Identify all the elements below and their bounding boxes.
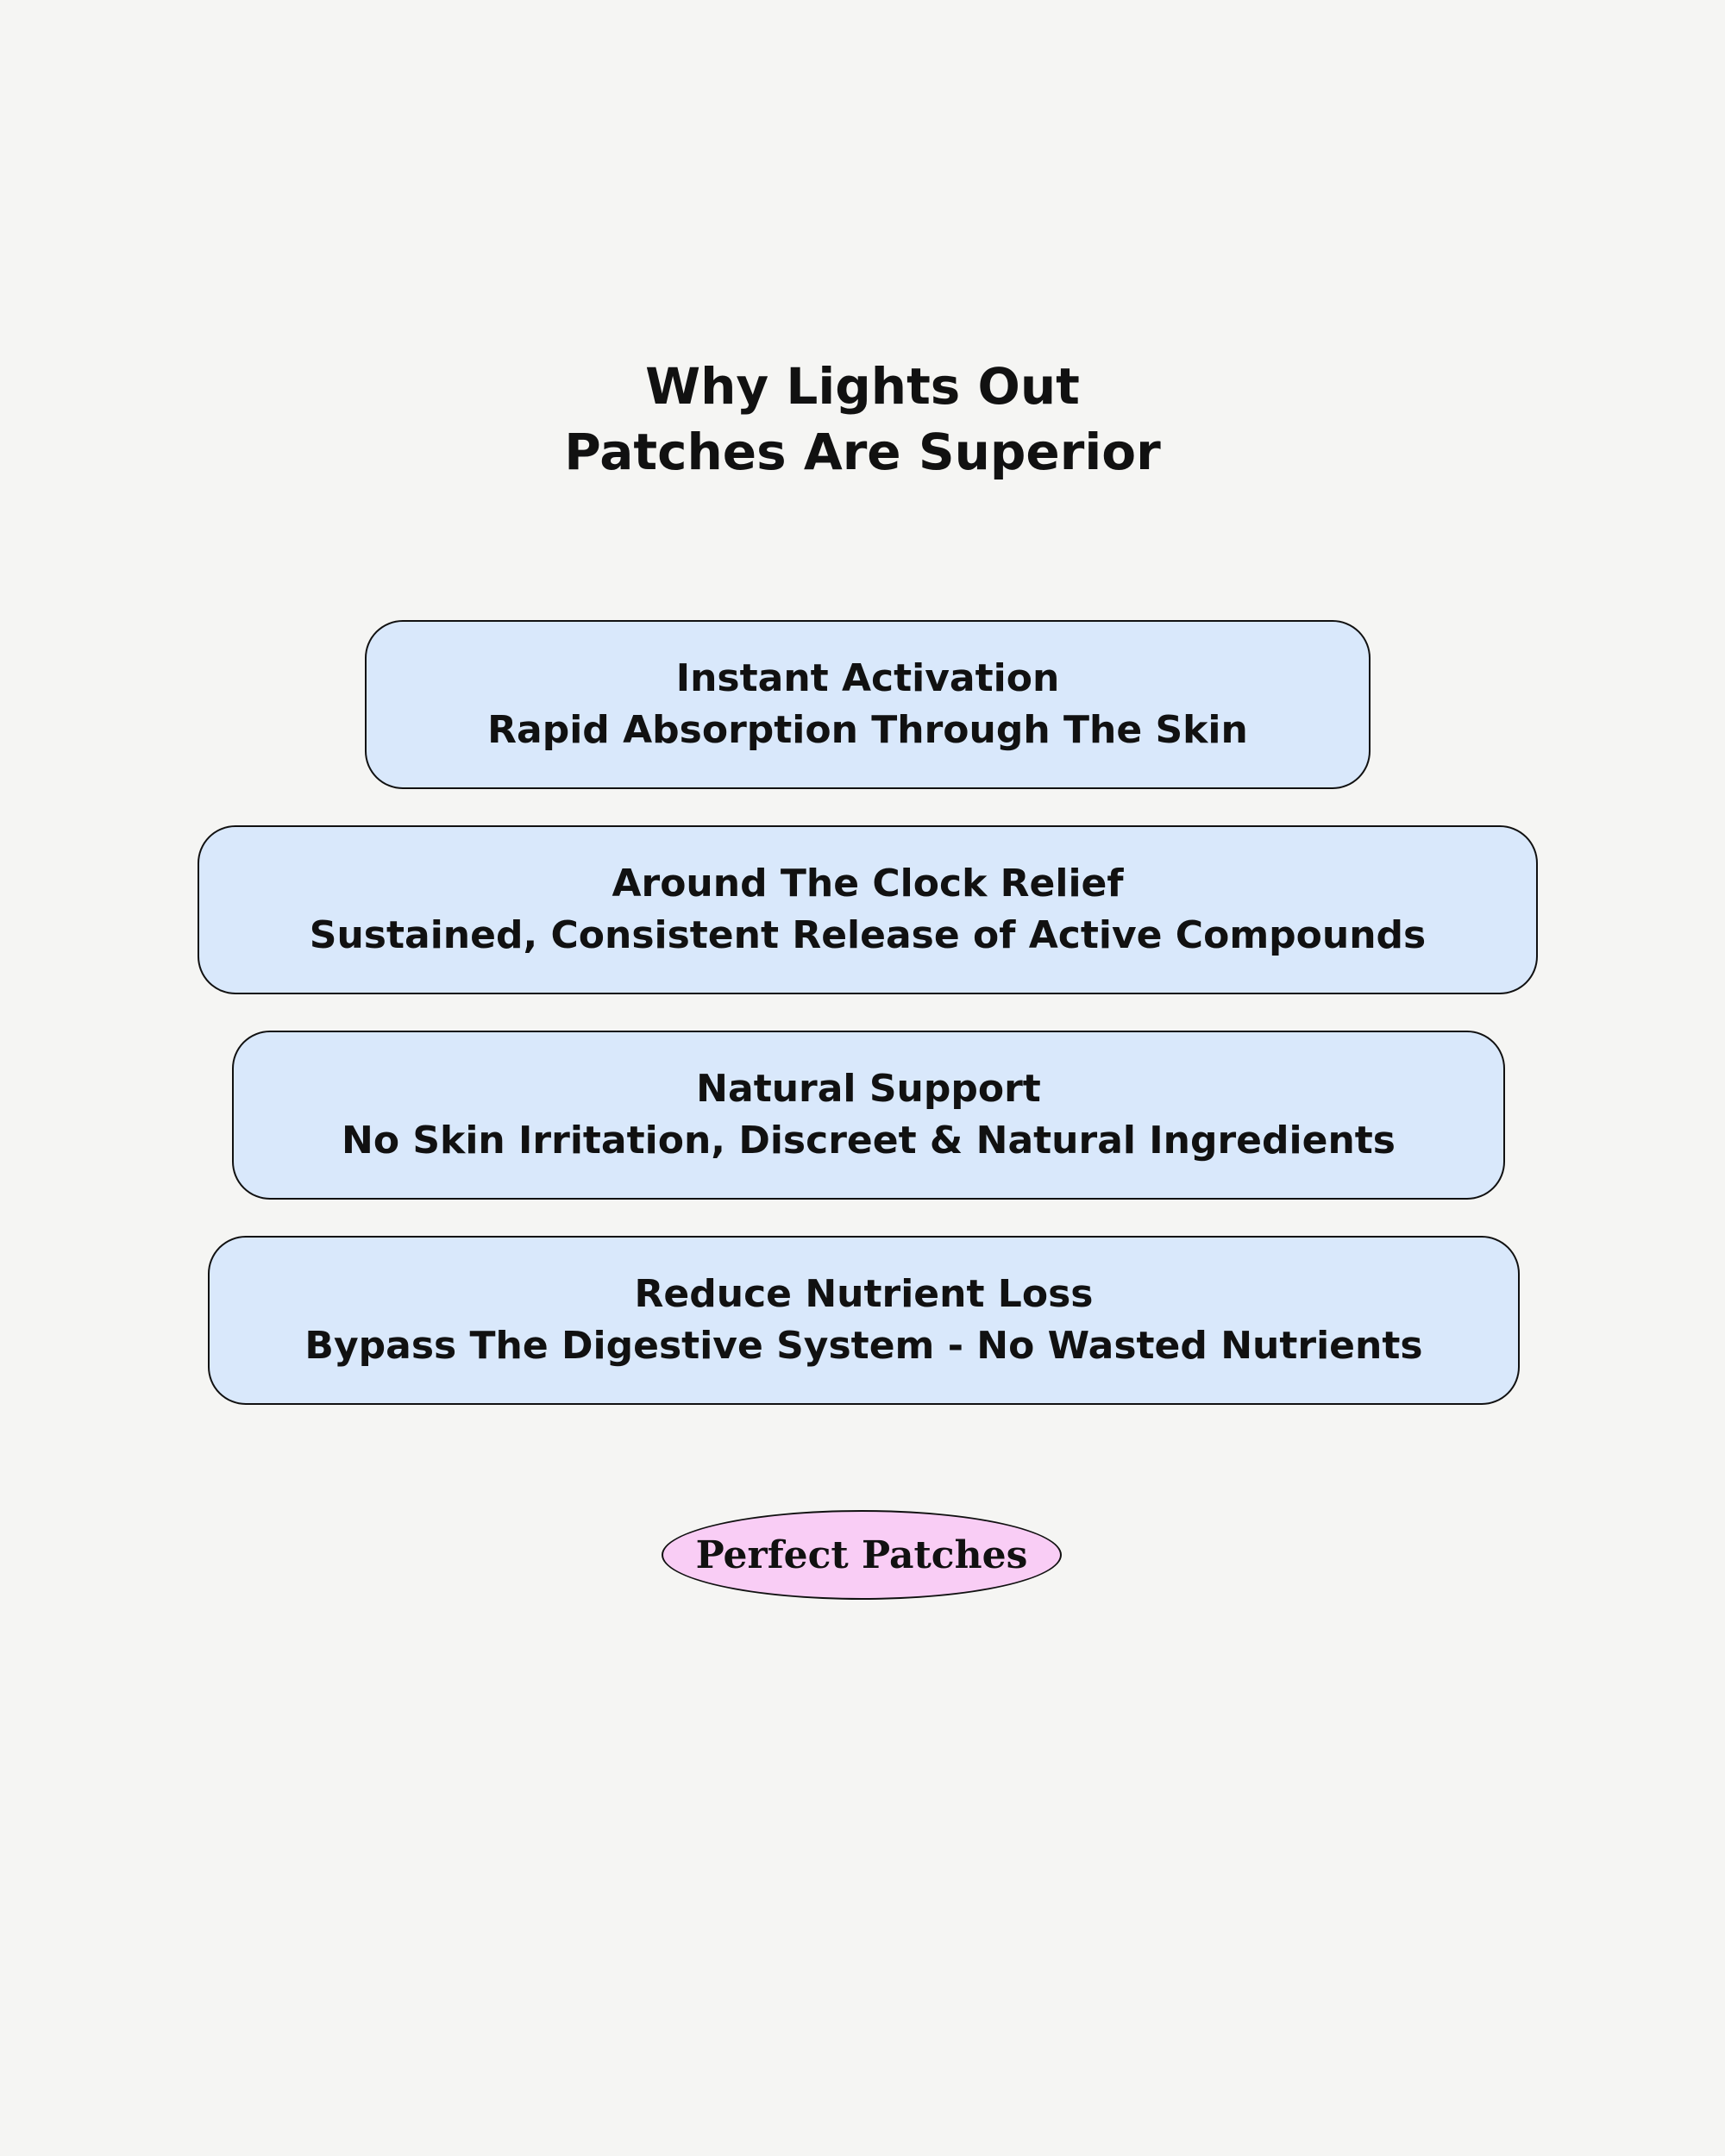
benefit-card-reduce-nutrient-loss: Reduce Nutrient Loss Bypass The Digestiv… xyxy=(208,1236,1520,1405)
brand-label: Perfect Patches xyxy=(695,1532,1028,1577)
benefit-heading: Reduce Nutrient Loss xyxy=(634,1272,1094,1316)
benefit-detail: Bypass The Digestive System - No Wasted … xyxy=(304,1324,1423,1368)
benefit-detail: Sustained, Consistent Release of Active … xyxy=(309,913,1427,957)
benefit-card-natural-support: Natural Support No Skin Irritation, Disc… xyxy=(232,1031,1505,1200)
benefit-card-around-the-clock-relief: Around The Clock Relief Sustained, Consi… xyxy=(198,825,1538,994)
page-title: Why Lights Out Patches Are Superior xyxy=(0,354,1725,485)
benefit-card-instant-activation: Instant Activation Rapid Absorption Thro… xyxy=(365,620,1371,789)
brand-badge: Perfect Patches xyxy=(662,1510,1062,1600)
page-title-line-1: Why Lights Out xyxy=(645,357,1080,416)
benefit-detail: Rapid Absorption Through The Skin xyxy=(487,708,1248,752)
page-title-line-2: Patches Are Superior xyxy=(564,423,1161,481)
benefit-heading: Instant Activation xyxy=(675,656,1060,700)
benefit-heading: Around The Clock Relief xyxy=(612,862,1124,906)
benefit-heading: Natural Support xyxy=(696,1067,1041,1111)
benefit-detail: No Skin Irritation, Discreet & Natural I… xyxy=(342,1119,1396,1163)
